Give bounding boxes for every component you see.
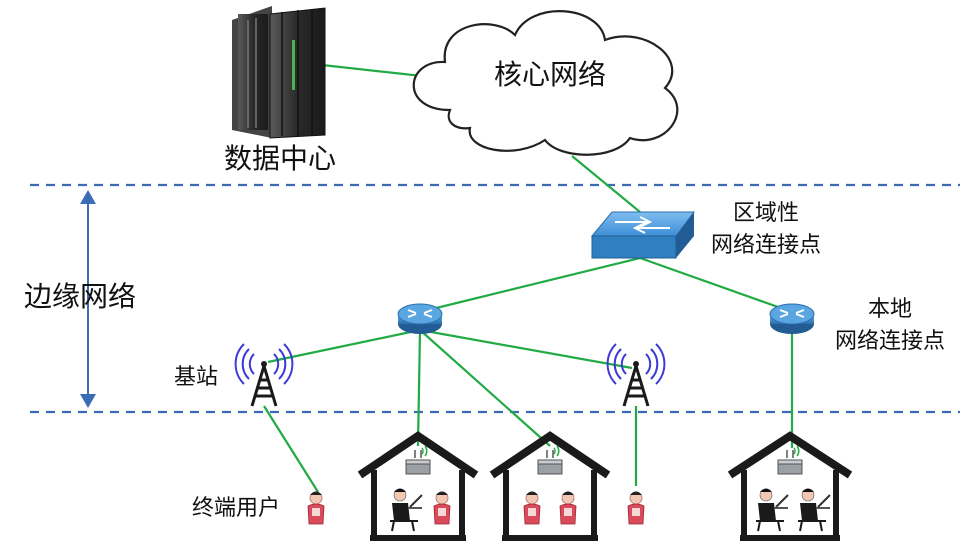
- local-point-label-line2: 网络连接点: [835, 329, 945, 354]
- edge-span-arrow: [80, 190, 96, 408]
- link-tower-user-a: [263, 405, 319, 493]
- router-icon-b: [769, 303, 815, 335]
- link-router-house-b: [419, 329, 551, 447]
- cell-tower-icon-a: [234, 342, 294, 408]
- local-point-label-line1: 本地: [868, 297, 912, 322]
- link-core-switch: [571, 155, 641, 213]
- house-icon-c: [727, 431, 853, 541]
- network-switch-icon: [590, 211, 695, 259]
- regional-point-label-line1: 区域性: [733, 201, 799, 226]
- end-user-icon-a: [307, 491, 325, 525]
- router-icon-a: [397, 303, 443, 335]
- core-network-label: 核心网络: [494, 58, 606, 91]
- server-rack-icon: [232, 6, 326, 139]
- cell-tower-icon-b: [606, 342, 666, 408]
- regional-point-label-line2: 网络连接点: [711, 233, 821, 258]
- link-router-tower-b: [419, 328, 633, 370]
- link-switch-router-b: [639, 256, 793, 314]
- data-center-label: 数据中心: [224, 142, 336, 175]
- cloud-icon: [412, 10, 679, 156]
- end-user-icon-b: [627, 491, 645, 525]
- link-switch-router-a: [419, 256, 641, 314]
- link-router-tower-a: [267, 328, 421, 364]
- edge-network-label: 边缘网络: [24, 280, 136, 313]
- house-icon-a: [357, 431, 479, 541]
- link-router-house-a: [416, 329, 422, 447]
- base-station-label: 基站: [174, 365, 218, 390]
- house-icon-b: [489, 431, 611, 541]
- end-user-label: 终端用户: [192, 496, 280, 521]
